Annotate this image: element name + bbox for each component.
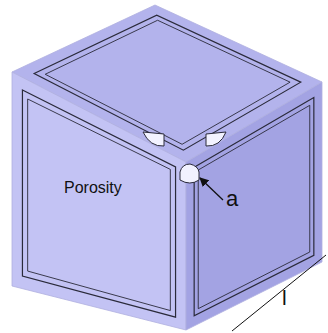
dimension-symbol: l <box>282 287 287 308</box>
groove-section <box>180 164 199 183</box>
groove-outline <box>34 15 301 150</box>
groove-section <box>206 132 226 146</box>
groove-outline <box>194 98 314 316</box>
face-label: Porosity <box>64 180 122 196</box>
left-face <box>12 72 186 330</box>
groove-section <box>143 132 164 146</box>
leader-line <box>200 178 223 200</box>
dimension-symbol: a <box>226 188 238 210</box>
right-face <box>186 82 322 330</box>
groove-outline <box>22 90 175 317</box>
groove-outline <box>198 105 310 308</box>
dimension-line <box>232 255 326 331</box>
groove-outline <box>28 99 171 311</box>
